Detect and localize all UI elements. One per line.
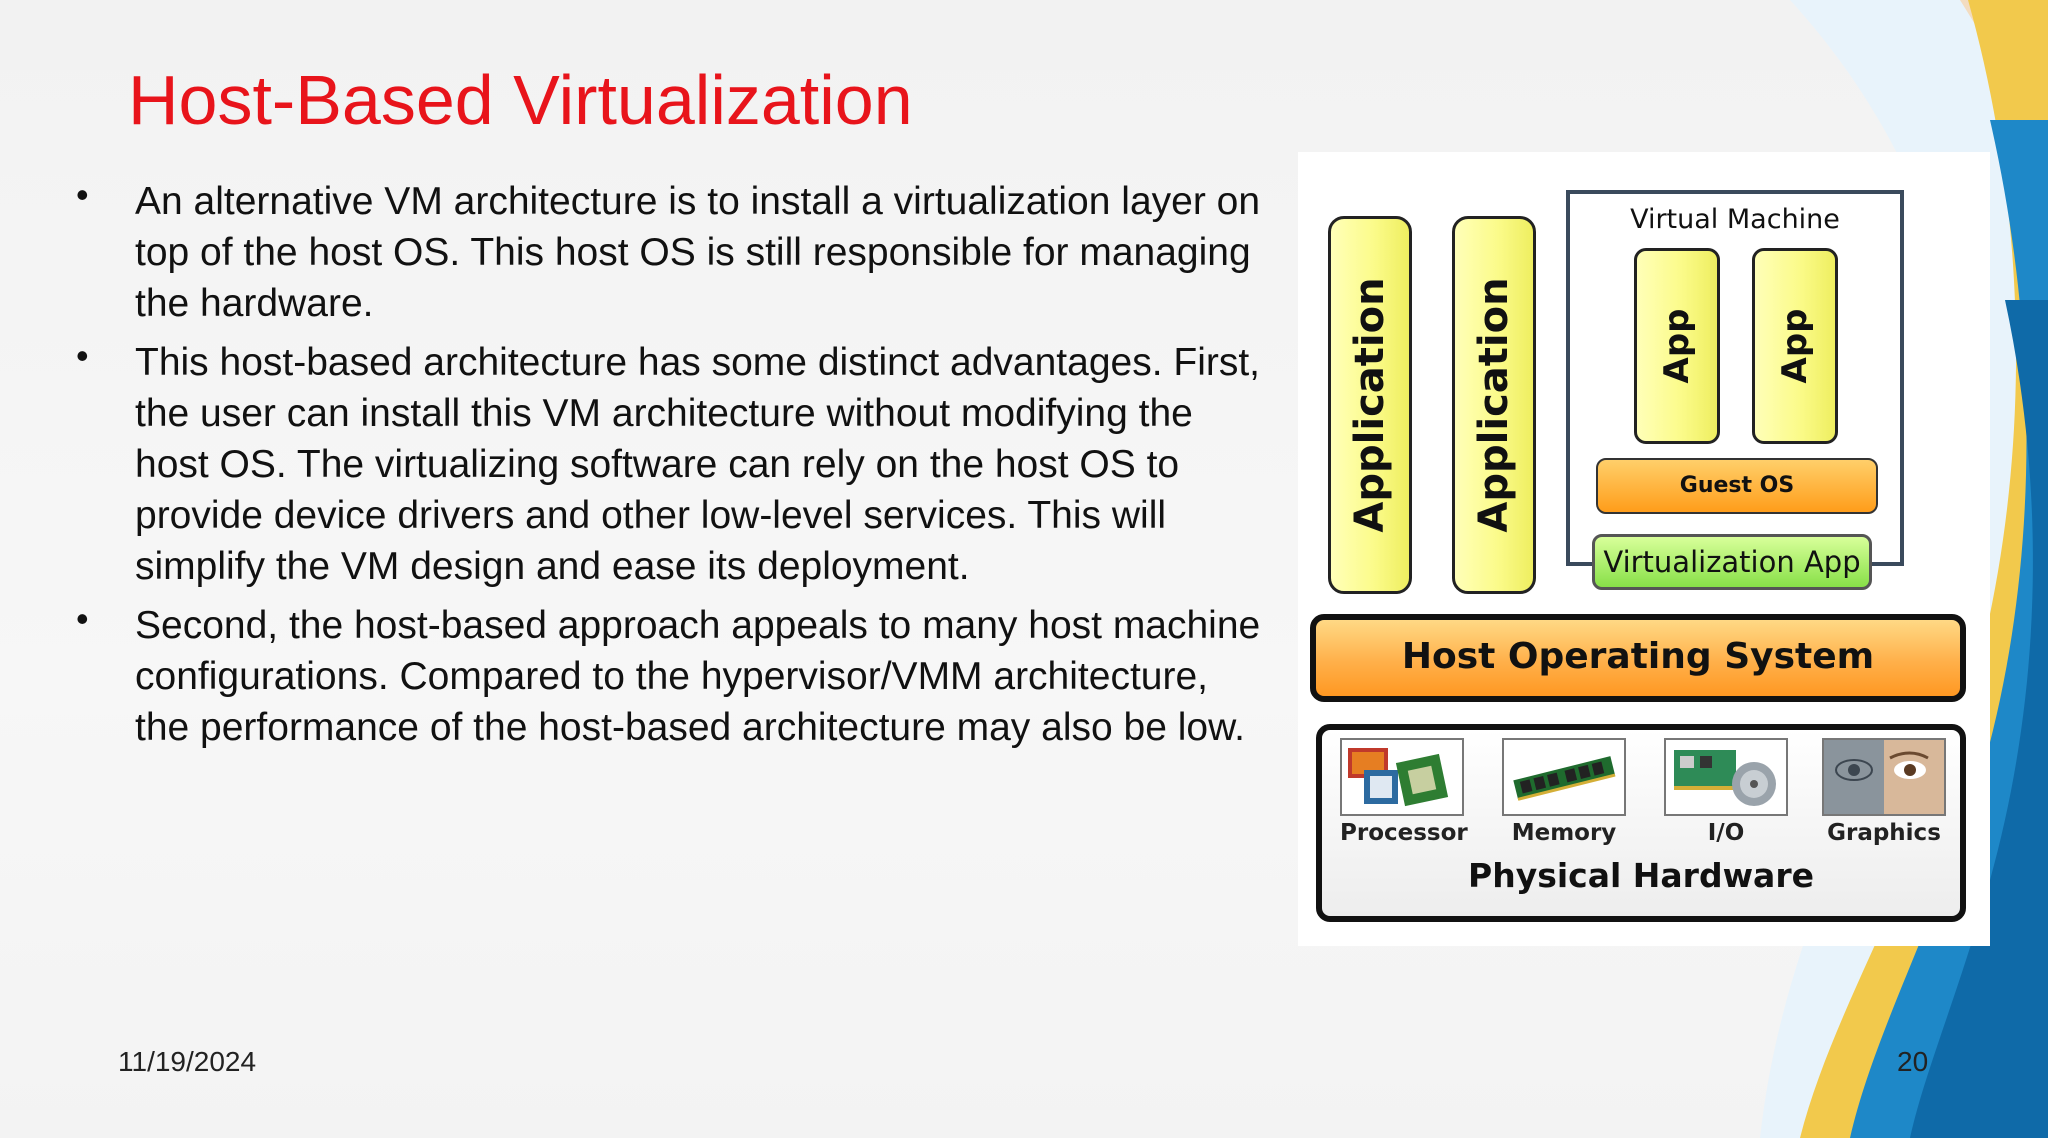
bullet-marker: •	[76, 335, 89, 376]
host-os-box: Host Operating System	[1310, 614, 1966, 702]
hardware-item-label: Processor	[1340, 820, 1468, 846]
hardware-item-memory: Memory	[1502, 738, 1626, 846]
slide-title: Host-Based Virtualization	[128, 61, 913, 139]
virtualization-app-box: Virtualization App	[1592, 534, 1872, 590]
application-box: Application	[1328, 216, 1412, 594]
application-label: Application	[1347, 277, 1393, 533]
bullet-item: • This host-based architecture has some …	[72, 335, 1272, 592]
hardware-item-processor: Processor	[1340, 738, 1468, 846]
virtual-machine-frame: Virtual Machine App App	[1566, 190, 1904, 566]
processor-chip-icon	[1340, 738, 1464, 816]
application-label: Application	[1471, 277, 1517, 533]
bullet-marker: •	[76, 174, 89, 215]
bullet-list: • An alternative VM architecture is to i…	[72, 174, 1272, 761]
io-card-icon	[1664, 738, 1788, 816]
bullet-item: • An alternative VM architecture is to i…	[72, 174, 1272, 329]
physical-hardware-title: Physical Hardware	[1468, 856, 1814, 895]
architecture-diagram: Application Application Virtual Machine …	[1298, 152, 1990, 946]
guest-os-box: Guest OS	[1596, 458, 1878, 514]
hardware-item-graphics: Graphics	[1822, 738, 1946, 846]
graphics-face-icon	[1822, 738, 1946, 816]
footer-date: 11/19/2024	[118, 1046, 257, 1077]
slide-number: 20	[1897, 1046, 1929, 1077]
bullet-text: Second, the host-based approach appeals …	[135, 604, 1261, 749]
application-box: Application	[1452, 216, 1536, 594]
bullet-text: An alternative VM architecture is to ins…	[135, 180, 1261, 325]
bullet-marker: •	[76, 598, 89, 639]
physical-hardware-box: Processor	[1316, 724, 1966, 922]
bullet-text: This host-based architecture has some di…	[135, 341, 1261, 588]
virtual-machine-title: Virtual Machine	[1630, 204, 1840, 235]
vm-app-box: App	[1634, 248, 1720, 444]
hardware-item-label: Graphics	[1827, 820, 1941, 846]
hardware-item-label: Memory	[1511, 820, 1617, 846]
vm-app-box: App	[1752, 248, 1838, 444]
memory-module-icon	[1502, 738, 1626, 816]
vm-app-label: App	[1775, 308, 1815, 384]
hardware-item-label: I/O	[1707, 820, 1745, 846]
vm-app-label: App	[1657, 308, 1697, 384]
hardware-item-io: I/O	[1664, 738, 1788, 846]
bullet-item: • Second, the host-based approach appeal…	[72, 598, 1272, 753]
